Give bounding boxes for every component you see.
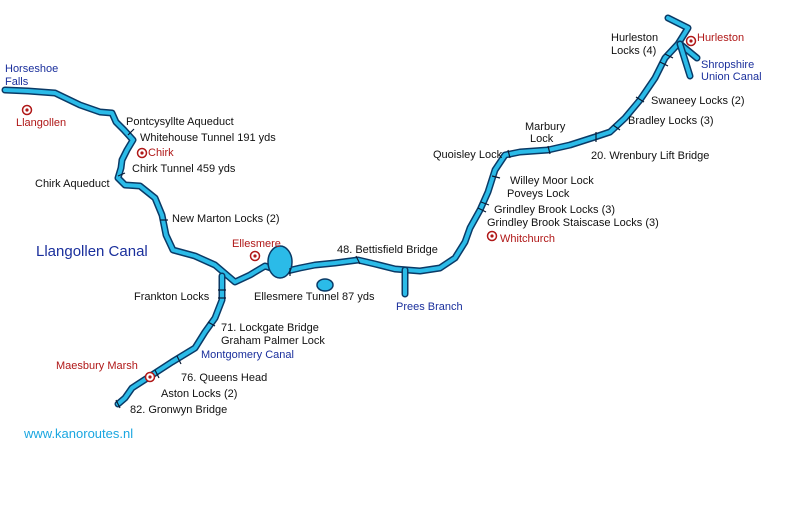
feature-chirk-aqueduct: Chirk Aqueduct — [35, 178, 110, 190]
feature-hurleston-locks: Hurleston — [611, 32, 658, 44]
feature-marbury: Marbury — [525, 121, 566, 133]
feature-bradley: Bradley Locks (3) — [628, 115, 714, 127]
feature-hurleston-locks-count: Locks (4) — [611, 45, 656, 57]
feature-swaneey: Swaneey Locks (2) — [651, 95, 745, 107]
town-label-maesbury: Maesbury Marsh — [56, 360, 138, 372]
town-markers — [21, 35, 697, 383]
map-title: Llangollen Canal — [36, 243, 148, 260]
town-marker-chirk — [136, 147, 148, 159]
feature-chirk-tunnel: Chirk Tunnel 459 yds — [132, 163, 236, 175]
town-marker-llangollen — [21, 104, 33, 116]
lock-mark — [664, 53, 674, 59]
feature-gronwyn: 82. Gronwyn Bridge — [130, 404, 227, 416]
lock-mark — [491, 175, 501, 179]
feature-new-marton: New Marton Locks (2) — [172, 213, 280, 225]
town-marker-ellesmere — [249, 250, 261, 262]
town-label-llangollen: Llangollen — [16, 117, 66, 129]
lock-mark — [635, 96, 645, 103]
town-marker-maesbury — [144, 371, 156, 383]
waterway-label-union-canal: Union Canal — [701, 71, 762, 83]
feature-grindley: Grindley Brook Locks (3) — [494, 204, 615, 216]
feature-aston: Aston Locks (2) — [161, 388, 237, 400]
town-label-whitchurch: Whitchurch — [500, 233, 555, 245]
town-label-chirk: Chirk — [148, 147, 174, 159]
feature-willey-moor: Willey Moor Lock — [510, 175, 594, 187]
feature-frankton: Frankton Locks — [134, 291, 210, 303]
lock-mark — [355, 255, 361, 265]
town-label-ellesmere: Ellesmere — [232, 238, 281, 250]
ellesmere-mere — [267, 245, 293, 279]
waterway-label-falls: Falls — [5, 76, 29, 88]
feature-wrenbury: 20. Wrenbury Lift Bridge — [591, 150, 709, 162]
ellesmere-mere-small — [316, 278, 334, 292]
lock-mark — [659, 61, 669, 67]
lock-mark — [480, 201, 490, 206]
lock-mark — [477, 207, 487, 213]
lock-mark — [154, 369, 160, 379]
waterway-label-horseshoe: Horseshoe — [5, 63, 58, 75]
lock-mark — [207, 321, 216, 327]
town-marker-whitchurch — [486, 230, 498, 242]
waterway-label-shropshire: Shropshire — [701, 59, 754, 71]
town-label-hurleston: Hurleston — [697, 32, 744, 44]
lock-mark — [115, 399, 121, 409]
lock-mark — [176, 355, 182, 365]
feature-whitehouse: Whitehouse Tunnel 191 yds — [140, 132, 276, 144]
lock-mark — [547, 145, 551, 155]
feature-ellesmere-tunnel: Ellesmere Tunnel 87 yds — [254, 291, 375, 303]
feature-queens-head: 76. Queens Head — [181, 372, 267, 384]
feature-grindley-staircase: Grindley Brook Staiscase Locks (3) — [487, 217, 659, 229]
feature-lockgate: 71. Lockgate Bridge — [221, 322, 319, 334]
feature-poveys: Poveys Lock — [507, 188, 570, 200]
feature-marbury-lock: Lock — [530, 133, 554, 145]
lock-markers — [115, 53, 674, 409]
montgomery-canal-line — [114, 272, 226, 408]
feature-quoisley: Quoisley Lock — [433, 149, 503, 161]
feature-graham-palmer: Graham Palmer Lock — [221, 335, 325, 347]
main-canal-line — [1, 14, 692, 286]
lock-mark — [507, 149, 511, 159]
town-marker-hurleston — [685, 35, 697, 47]
website-link[interactable]: www.kanoroutes.nl — [23, 426, 133, 441]
feature-pontcysyllte: Pontcysyllte Aqueduct — [126, 116, 234, 128]
waterway-label-montgomery: Montgomery Canal — [201, 349, 294, 361]
shropshire-union-line — [676, 40, 701, 80]
lock-mark — [612, 124, 621, 131]
waterway-label-prees: Prees Branch — [396, 301, 463, 313]
lock-mark — [127, 128, 135, 136]
feature-bettisfield: 48. Bettisfield Bridge — [337, 244, 438, 256]
lock-mark — [117, 172, 126, 177]
